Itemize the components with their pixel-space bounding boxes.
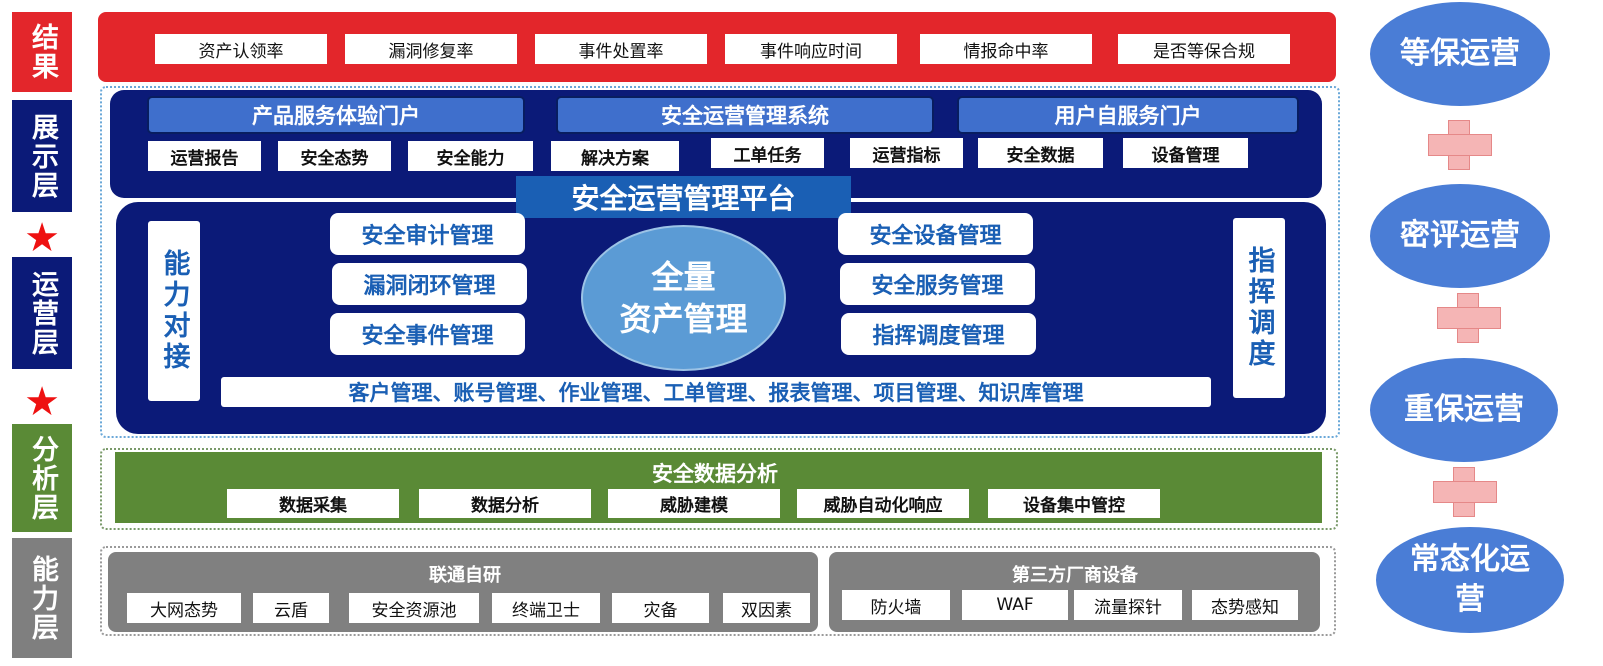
center-line-2: 资产管理 (619, 300, 748, 338)
center-line-1: 全量 (651, 258, 716, 296)
display-item: 安全数据 (978, 138, 1103, 168)
third-party-item: WAF (962, 590, 1068, 620)
star-icon: ★ (24, 379, 60, 425)
plus-icon (1437, 293, 1501, 343)
display-item: 设备管理 (1123, 138, 1248, 168)
management-bar: 客户管理、账号管理、作业管理、工单管理、报表管理、项目管理、知识库管理 (221, 377, 1211, 407)
command-dispatch-label: 指挥调度 (1233, 218, 1285, 398)
third-party-item: 流量探针 (1074, 590, 1182, 620)
display-item: 安全态势 (278, 141, 391, 171)
analysis-item: 威胁自动化响应 (797, 489, 969, 518)
portal-security-ops-system: 安全运营管理系统 (556, 96, 934, 134)
analysis-item: 数据采集 (227, 489, 399, 518)
layer-label-result: 结果 (12, 12, 72, 92)
oval-dengbao-ops: 等保运营 (1370, 2, 1550, 106)
self-developed-item: 大网态势 (127, 593, 241, 623)
plus-icon (1428, 120, 1492, 170)
display-item: 安全能力 (408, 141, 533, 171)
result-item: 事件处置率 (535, 34, 707, 64)
result-item: 事件响应时间 (725, 34, 897, 64)
star-icon: ★ (24, 215, 60, 261)
display-item: 运营报告 (148, 141, 261, 171)
ops-item-right: 安全服务管理 (840, 263, 1035, 305)
layer-label-capability: 能力层 (12, 538, 72, 658)
portal-user-self-service: 用户自服务门户 (957, 96, 1299, 134)
ops-item-left: 安全事件管理 (330, 313, 525, 355)
analysis-item: 数据分析 (419, 489, 591, 518)
result-item: 情报命中率 (920, 34, 1092, 64)
analysis-title: 安全数据分析 (652, 462, 778, 486)
portal-product-service: 产品服务体验门户 (147, 96, 525, 134)
result-item: 资产认领率 (155, 34, 327, 64)
ops-item-right: 安全设备管理 (838, 213, 1033, 255)
plus-icon (1433, 467, 1497, 517)
third-party-item: 防火墙 (842, 590, 950, 620)
layer-label-display: 展示层 (12, 100, 72, 212)
platform-title: 安全运营管理平台 (516, 176, 851, 218)
self-developed-item: 双因素 (723, 593, 810, 623)
self-developed-item: 终端卫士 (492, 593, 600, 623)
self-developed-item: 安全资源池 (349, 593, 479, 623)
oval-mipping-ops: 密评运营 (1370, 184, 1550, 288)
third-party-item: 态势感知 (1192, 590, 1298, 620)
analysis-item: 设备集中管控 (988, 489, 1160, 518)
display-operation-frame (100, 86, 1340, 438)
display-item: 工单任务 (711, 138, 824, 168)
result-item: 是否等保合规 (1118, 34, 1290, 64)
capability-docking-label: 能力对接 (148, 221, 200, 401)
capability-frame (100, 546, 1336, 636)
ops-item-right: 指挥调度管理 (841, 313, 1036, 355)
oval-normalized-ops: 常态化运营 (1376, 527, 1564, 633)
layer-label-analysis: 分析层 (12, 424, 72, 532)
full-asset-management-ellipse: 全量 资产管理 (581, 225, 786, 371)
ops-item-left: 漏洞闭环管理 (332, 263, 527, 305)
ops-item-left: 安全审计管理 (330, 213, 525, 255)
result-item: 漏洞修复率 (345, 34, 517, 64)
oval-zhongbao-ops: 重保运营 (1370, 358, 1558, 462)
layer-label-operation: 运营层 (12, 257, 72, 369)
analysis-frame (100, 448, 1338, 530)
display-item: 解决方案 (551, 141, 679, 171)
third-party-title: 第三方厂商设备 (1012, 565, 1138, 586)
self-developed-item: 云盾 (253, 593, 329, 623)
self-developed-title: 联通自研 (429, 565, 501, 586)
self-developed-item: 灾备 (612, 593, 709, 623)
display-item: 运营指标 (850, 138, 963, 168)
analysis-item: 威胁建模 (608, 489, 780, 518)
